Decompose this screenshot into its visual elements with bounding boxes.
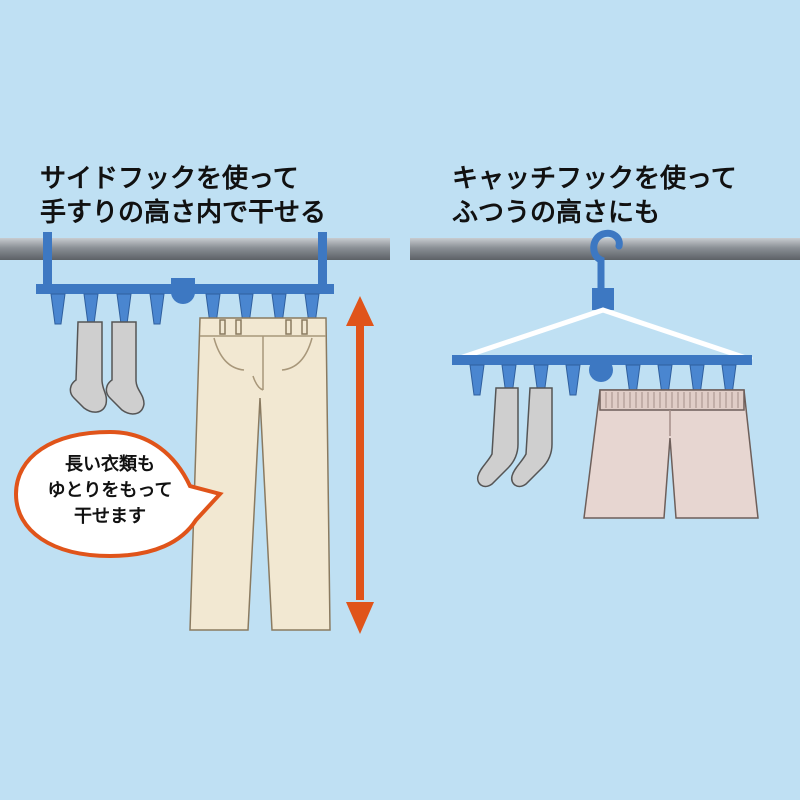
hanger-wire — [453, 307, 753, 363]
bubble-line-2: ゆとりをもって — [47, 480, 173, 501]
sock — [69, 321, 108, 413]
right-socks — [476, 387, 553, 488]
clip — [50, 293, 66, 325]
right-side-hook — [318, 232, 327, 288]
clip — [149, 293, 165, 325]
right-rail — [410, 238, 800, 260]
left-caption-line-1: サイドフックを使って — [40, 164, 299, 194]
bubble-line-1: 長い衣類も — [65, 454, 155, 475]
clip — [565, 364, 581, 396]
clip — [469, 364, 485, 396]
catch-hook-icon — [590, 229, 623, 294]
speech-bubble-text: 長い衣類も ゆとりをもって 干せます — [22, 452, 198, 530]
right-caption: キャッチフックを使って ふつうの高さにも — [452, 162, 737, 230]
speech-bubble — [13, 429, 224, 559]
left-side-hook — [43, 232, 52, 288]
right-caption-line-1: キャッチフックを使って — [452, 164, 737, 194]
left-caption-line-2: 手すりの高さ内で干せる — [40, 198, 327, 228]
right-hanger-hub — [589, 358, 613, 382]
right-caption-line-2: ふつうの高さにも — [452, 198, 661, 228]
sock — [476, 387, 519, 488]
pants — [189, 317, 331, 631]
clip — [83, 293, 99, 325]
shorts — [583, 389, 759, 519]
sock — [510, 387, 553, 488]
left-clips — [50, 293, 320, 325]
left-socks — [69, 321, 145, 415]
bubble-line-3: 干せます — [74, 506, 146, 527]
left-hanger — [36, 232, 334, 325]
left-rail — [0, 238, 390, 260]
sock — [105, 321, 145, 415]
clip — [116, 293, 132, 325]
height-arrow — [346, 296, 374, 634]
left-caption: サイドフックを使って 手すりの高さ内で干せる — [40, 162, 326, 230]
